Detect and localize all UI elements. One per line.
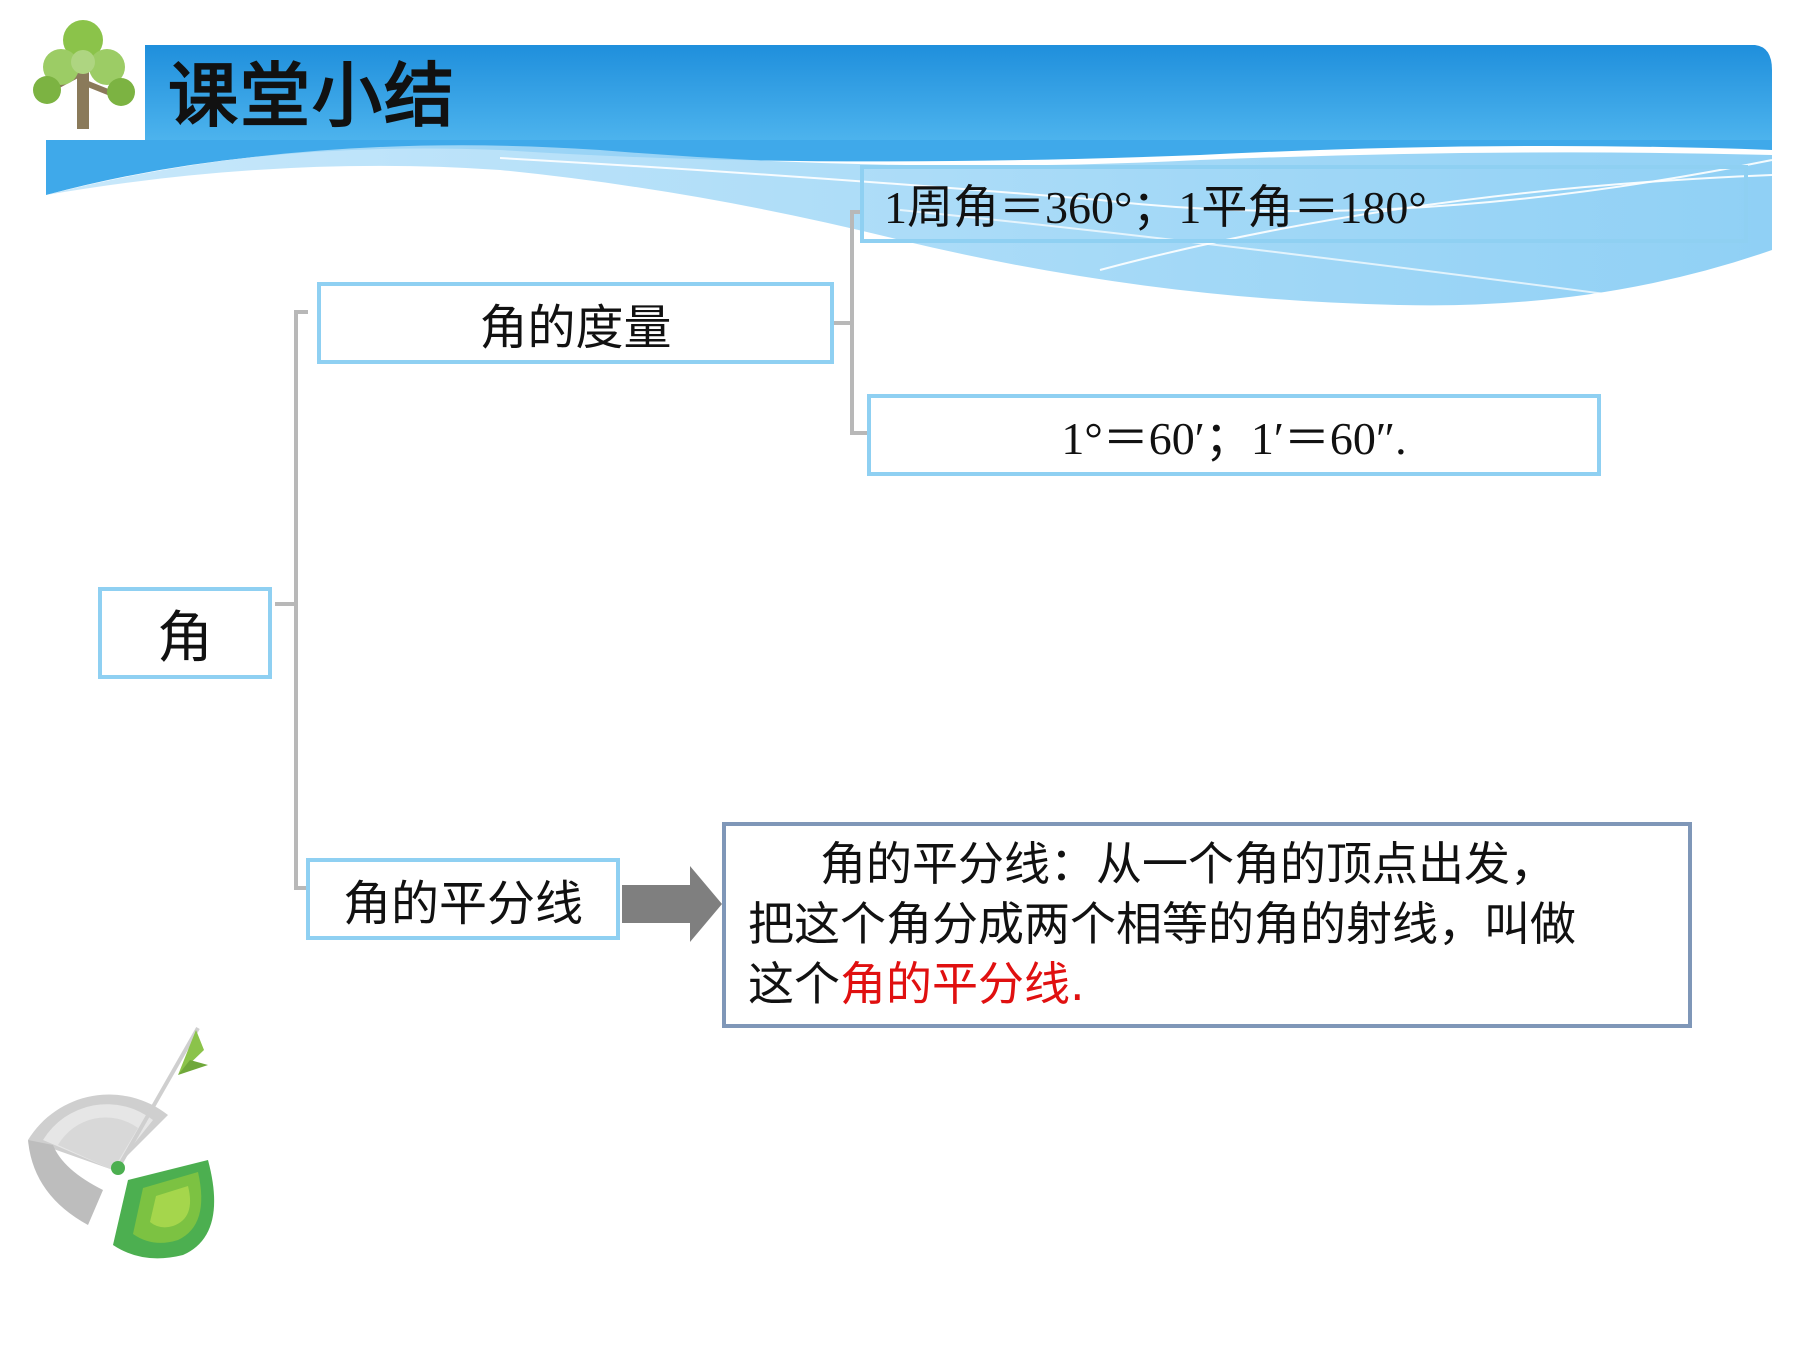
definition-prefix: 这个 [748, 957, 840, 1011]
definition-line-3: 这个角的平分线. [748, 954, 1666, 1014]
node-angle-bisector: 角的平分线 [306, 858, 620, 940]
node-degree-minute-second: 1°＝60′；1′＝60″. [867, 394, 1601, 476]
node-full-straight-angle: 1周角＝360°；1平角＝180° [860, 165, 1748, 243]
page-title: 课堂小结 [168, 55, 456, 137]
definition-line-2: 把这个角分成两个相等的角的射线，叫做 [748, 897, 1576, 951]
definition-highlight: 角的平分线. [840, 957, 1085, 1011]
definition-line-1: 角的平分线：从一个角的顶点出发， [820, 837, 1556, 891]
node-angle-measure: 角的度量 [317, 282, 834, 364]
bisector-definition-box: 角的平分线：从一个角的顶点出发， 把这个角分成两个相等的角的射线，叫做 这个角的… [722, 822, 1692, 1028]
root-node-angle: 角 [98, 587, 272, 679]
tree-logo-icon [33, 20, 135, 129]
target-arrow-icon [28, 1027, 215, 1259]
